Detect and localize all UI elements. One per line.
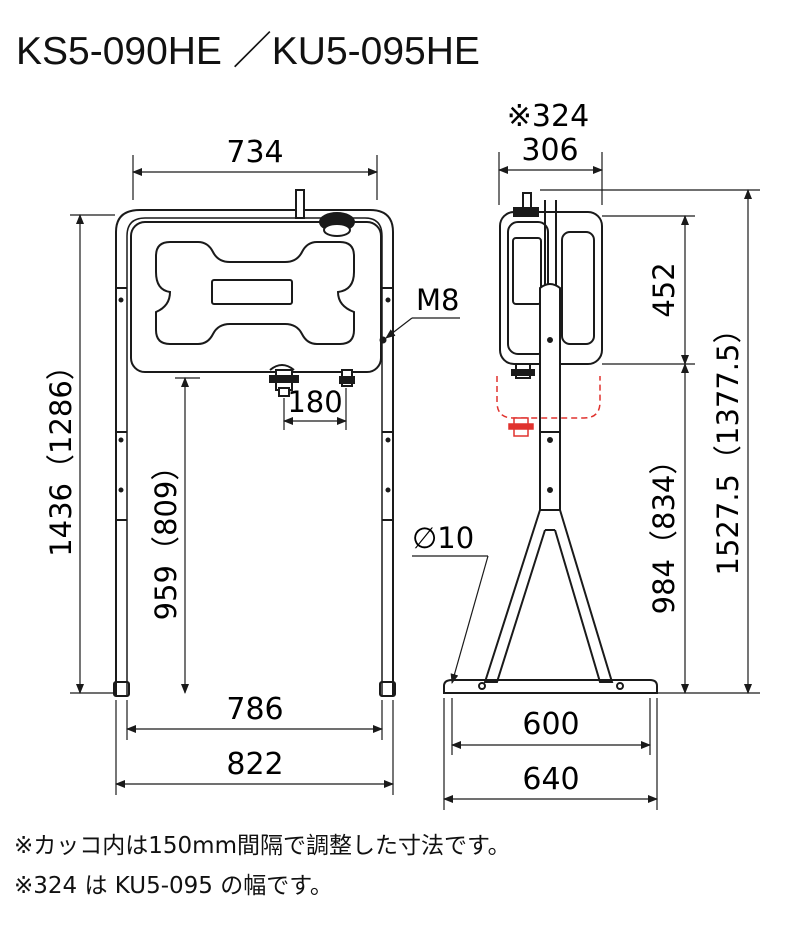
side-option-valve (508, 417, 534, 437)
dim-side-pipe-diameter: ∅10 (412, 521, 474, 555)
dim-front-outlet-height: 959（809） (149, 452, 183, 621)
front-frame (115, 209, 394, 695)
dim-front-width-top: 734 (226, 135, 283, 170)
dim-side-tank-height: 452 (647, 262, 681, 317)
page-title: KS5-090HE ／KU5-095HE (16, 30, 480, 73)
front-dimensions (70, 155, 460, 795)
dim-front-hole: M8 (416, 283, 459, 317)
dim-front-leg-outer: 822 (226, 747, 283, 782)
dim-front-total-height: 1436（1286） (44, 351, 78, 557)
note-width: ※324 は KU5-095 の幅です。 (14, 873, 333, 899)
dim-side-base-outer: 640 (522, 762, 579, 797)
dim-side-base-inner: 600 (522, 707, 579, 742)
dim-side-total-height: 1527.5（1377.5） (711, 315, 745, 576)
note-adjustment: ※カッコ内は150mm間隔で調整した寸法です。 (14, 833, 511, 859)
dim-front-outlet-spacing: 180 (287, 385, 342, 419)
dim-side-width: 306 (521, 133, 578, 168)
front-view (113, 189, 396, 697)
front-tank-emboss (155, 241, 355, 345)
side-option-outline (496, 376, 601, 419)
dim-side-outlet-height: 984（834） (647, 446, 681, 615)
dim-side-width-alt: ※324 (507, 99, 589, 134)
front-tank (130, 221, 382, 373)
side-base (443, 679, 658, 694)
dim-front-leg-inner: 786 (226, 692, 283, 727)
side-dimensions (412, 152, 760, 810)
side-view (443, 192, 658, 694)
